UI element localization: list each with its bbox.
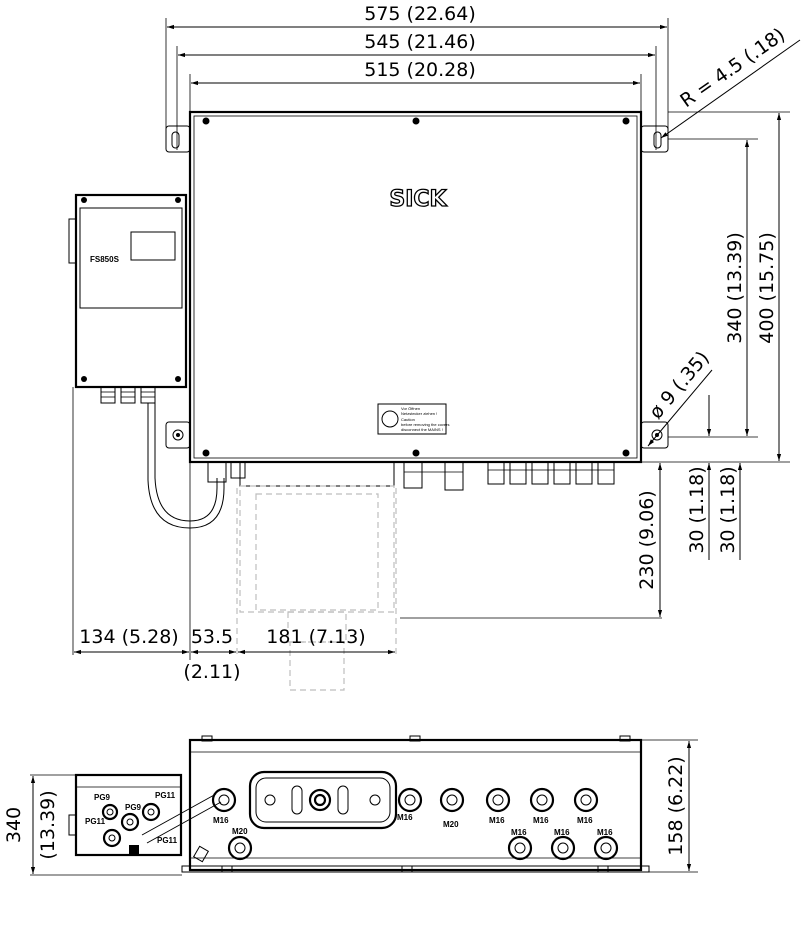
connector-labels: M16 M20 M16 M20 M16 M16 M16 M16 M16 M16 [213, 813, 613, 837]
width-extension-lines [165, 18, 669, 150]
warning-label-line-5: disconnect the MAINS ! [401, 427, 443, 432]
warning-label-line-2: Netzstecker ziehen ! [401, 411, 437, 416]
label-pg11-a: PG11 [155, 791, 176, 800]
hole-label: ø 9 (.35) [645, 347, 714, 423]
dim-label-575: 575 (22.64) [364, 3, 476, 25]
label-pg9-a: PG9 [94, 793, 111, 802]
warning-label-line-4: before removing the covers [401, 422, 449, 427]
mounting-bracket-bottom-left [165, 421, 191, 449]
mounting-bracket-top-left [165, 125, 191, 153]
screw [202, 117, 210, 125]
label-pg9-b: PG9 [125, 803, 142, 812]
bottom-extension-lines [72, 387, 191, 660]
enclosure-cable-glands [207, 461, 615, 491]
dim-label-53-inch: (2.11) [183, 661, 240, 683]
main-enclosure: SICK [188, 110, 643, 464]
dim-label-400: 400 (15.75) [756, 232, 778, 344]
dim-label-340: 340 (13.39) [724, 232, 746, 344]
screw [622, 117, 630, 125]
label-pg11-b: PG11 [85, 817, 106, 826]
label-m16-4: M16 [533, 816, 549, 825]
label-m20-1: M20 [232, 827, 248, 836]
fs850s-unit: FS850S [68, 193, 188, 404]
label-m16-5: M16 [577, 816, 593, 825]
screw [622, 449, 630, 457]
radius-label: R = 4.5 (.18) [676, 24, 789, 112]
label-m20-2: M20 [443, 820, 459, 829]
label-m16-2: M16 [397, 813, 413, 822]
screw [412, 449, 420, 457]
radius-leader [660, 39, 801, 139]
dim-label-134: 134 (5.28) [79, 626, 178, 648]
screw [412, 117, 420, 125]
device-label: FS850S [90, 255, 120, 264]
dim-label-230: 230 (9.06) [636, 490, 658, 589]
dim-label-30b: 30 (1.18) [717, 466, 739, 553]
label-m16-7: M16 [554, 828, 570, 837]
warning-label-line-1: Vor Öffnen [401, 406, 420, 411]
plug-connector-bottom [248, 770, 398, 830]
label-m16-6: M16 [511, 828, 527, 837]
warning-label: Vor Öffnen Netzstecker ziehen ! Caution … [377, 403, 449, 435]
bottom-main-enclosure [188, 738, 643, 872]
dim-label-181: 181 (7.13) [266, 626, 365, 648]
dim-label-30a: 30 (1.18) [686, 466, 708, 553]
brand-logo: SICK [389, 187, 447, 212]
warning-label-line-3: Caution [401, 417, 415, 422]
label-m16-1: M16 [213, 816, 229, 825]
label-pg11-c: PG11 [157, 836, 178, 845]
bottom-connecting-cable [141, 793, 222, 844]
mounting-bracket-bottom-right [640, 421, 669, 449]
mounting-bracket-top-right [640, 125, 669, 153]
label-m16-8: M16 [597, 828, 613, 837]
dim-label-53: 53.5 [191, 626, 233, 648]
dim-label-bottom-340-inch: (13.39) [37, 790, 59, 859]
hole-leader [647, 369, 713, 447]
connector-plug-ghost [236, 461, 397, 691]
dim-label-bottom-340: 340 [3, 807, 25, 843]
side-unit-glands [100, 386, 156, 404]
bottom-connectors [211, 787, 619, 861]
bottom-view: M16 M20 M16 M20 M16 M16 M16 M16 M16 M16 … [3, 735, 698, 876]
side-unit-bottom: PG9 PG11 PG9 PG11 PG11 [68, 773, 183, 857]
dim-label-515: 515 (20.28) [364, 59, 476, 81]
top-view: 575 (22.64) 545 (21.46) 515 (20.28) [68, 3, 801, 691]
screw [202, 449, 210, 457]
dim-label-545: 545 (21.46) [364, 31, 476, 53]
label-m16-3: M16 [489, 816, 505, 825]
right-extension-lines [400, 111, 790, 619]
dim-label-158: 158 (6.22) [665, 756, 687, 855]
